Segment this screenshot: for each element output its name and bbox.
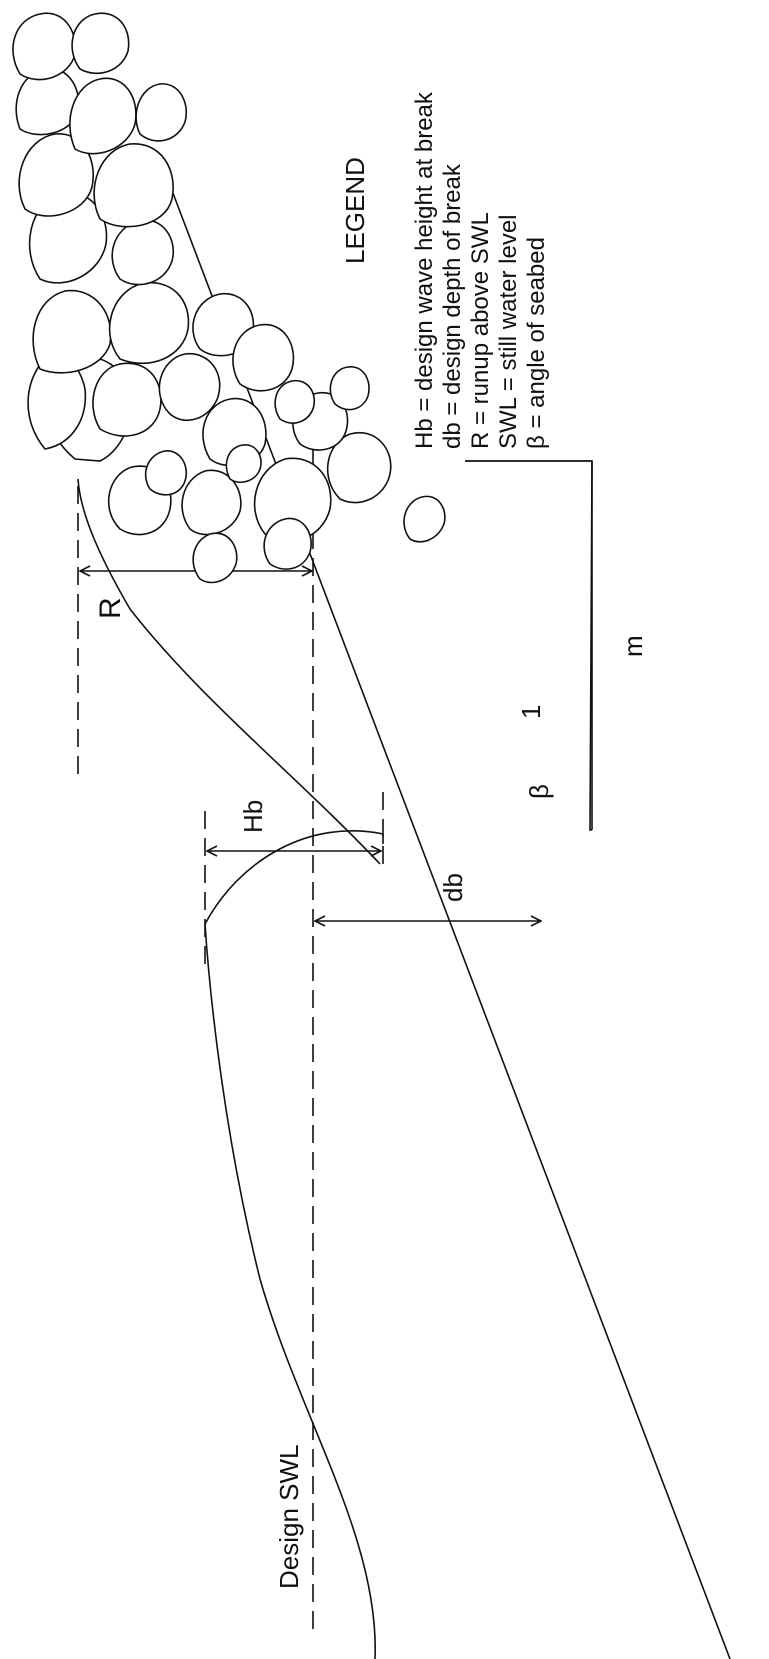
legend-title: LEGEND: [340, 157, 370, 264]
design-swl-label: Design SWL: [274, 1445, 304, 1590]
legend-item: db = design depth of break: [439, 163, 466, 449]
runup-profile: [77, 478, 381, 865]
breaking-wave-curl: [204, 830, 384, 925]
angle-label: β: [524, 784, 554, 799]
rock-armour: [12, 12, 446, 584]
slope-triangle: [465, 460, 593, 831]
runup-label: R: [94, 597, 127, 619]
legend-item: β = angle of seabed: [523, 237, 550, 449]
slope-rise-label: 1: [516, 705, 546, 719]
legend-item: SWL = still water level: [495, 214, 522, 449]
legend-item: R = runup above SWL: [467, 212, 494, 449]
slope-run-label: m: [618, 635, 648, 657]
legend: LEGEND Hb = design wave height at break …: [340, 91, 550, 449]
wave-height-label: Hb: [238, 800, 268, 833]
incoming-wave-profile: [204, 923, 376, 1659]
legend-item: Hb = design wave height at break: [411, 91, 438, 449]
break-depth-label: db: [438, 873, 468, 902]
